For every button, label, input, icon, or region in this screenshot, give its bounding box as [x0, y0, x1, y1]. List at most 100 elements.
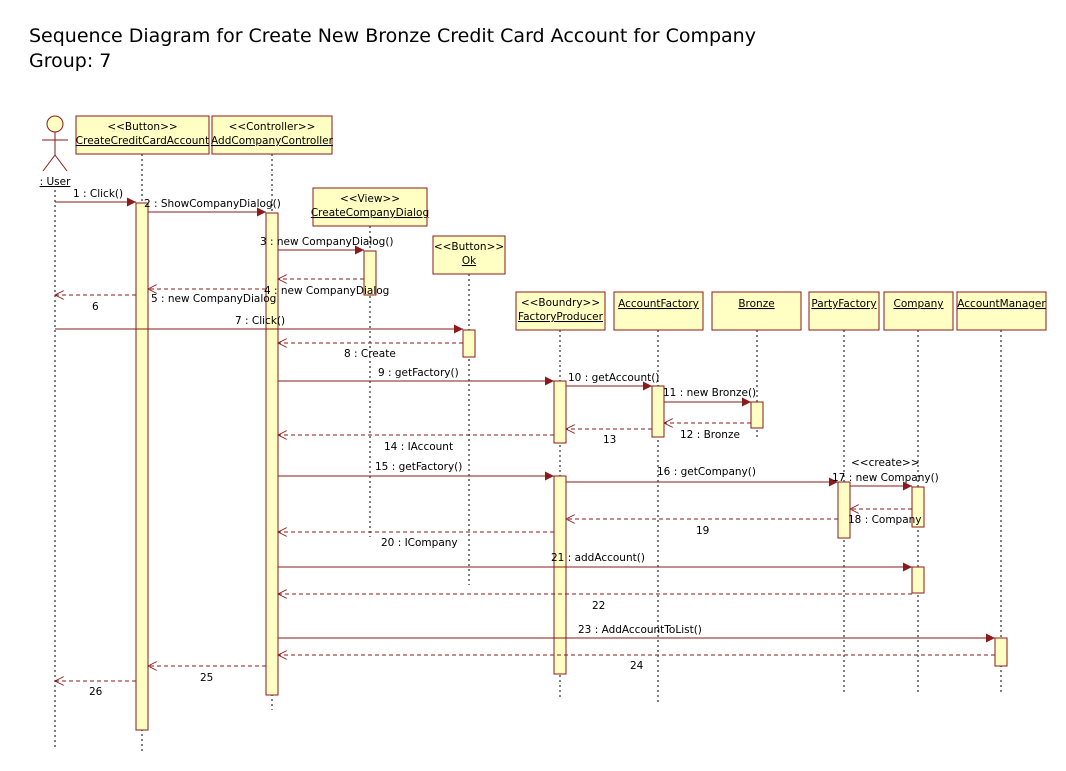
activation-fp	[553, 380, 567, 444]
participant-am: AccountManager	[956, 291, 1047, 331]
participant-stereotype: <<Button>>	[107, 121, 177, 133]
participant-box	[956, 291, 1047, 331]
actor-left-leg	[42, 154, 56, 172]
participant-company: Company	[883, 291, 954, 331]
message-4: 4 : new CompanyDialog	[264, 279, 389, 297]
message-11: 11 : new Bronze()	[663, 387, 756, 407]
activation-company	[911, 566, 925, 594]
message-2: 2 : ShowCompanyDialog()	[144, 198, 281, 217]
participant-box	[432, 235, 506, 275]
participant-box	[515, 291, 606, 331]
participant-bronze: Bronze	[711, 291, 802, 331]
message-label: 23 : AddAccountToList()	[578, 624, 702, 636]
message-label: 20 : ICompany	[381, 537, 458, 549]
message-24: 23 : AddAccountToList()	[278, 624, 995, 643]
message-label: 26	[89, 686, 103, 698]
participant-name: FactoryProducer	[518, 311, 604, 323]
participant-name: PartyFactory	[811, 298, 876, 310]
message-23: 22	[278, 594, 912, 612]
message-label: 22	[592, 600, 605, 612]
message-label: 11 : new Bronze()	[663, 387, 756, 399]
participant-box	[211, 115, 333, 155]
activation-bronze	[750, 401, 764, 429]
activation-view	[363, 250, 377, 296]
participant-fp: <<Boundry>> FactoryProducer	[515, 291, 606, 331]
participant-name: AccountManager	[957, 298, 1046, 310]
message-label: 14 : IAccount	[384, 441, 453, 453]
participant-box	[312, 187, 428, 227]
message-label: 15 : getFactory()	[375, 461, 462, 473]
participant-name: Ok	[462, 255, 477, 267]
participant-ok: <<Button>> Ok	[432, 235, 506, 275]
diagram-title-block: Sequence Diagram for Create New Bronze C…	[29, 24, 756, 74]
message-label: 13	[603, 434, 616, 446]
message-label: 12 : Bronze	[680, 429, 740, 441]
activation-af	[651, 385, 665, 438]
diagram-subtitle: Group: 7	[29, 50, 112, 72]
activation-pf	[837, 481, 851, 539]
message-label: 17 : new Company()	[832, 472, 939, 484]
participant-ctrl: <<Controller>> AddCompanyController	[211, 115, 334, 155]
actor-label: : User	[40, 176, 71, 188]
message-8: 8 : Create	[278, 343, 463, 360]
message-label: 1 : Click()	[73, 188, 123, 200]
activation-btn	[135, 202, 149, 731]
message-17: <<create>>	[851, 457, 920, 469]
message-label: 24	[630, 660, 644, 672]
participant-stereotype: <<Controller>>	[229, 121, 316, 133]
participant-af: AccountFactory	[613, 291, 704, 331]
participant-stereotype: <<View>>	[340, 193, 400, 205]
message-label: 4 : new CompanyDialog	[264, 285, 389, 297]
activation-am	[994, 637, 1008, 667]
diagram-title: Sequence Diagram for Create New Bronze C…	[29, 25, 756, 47]
message-22: 21 : addAccount()	[278, 552, 912, 572]
actor-right-leg	[54, 154, 68, 172]
message-label: 25	[200, 672, 213, 684]
activation-company	[911, 486, 925, 528]
message-9: 9 : getFactory()	[278, 367, 554, 386]
message-14: 14 : IAccount	[278, 435, 554, 453]
message-20: 19	[566, 519, 838, 537]
message-1: 1 : Click()	[55, 188, 136, 207]
message-label: 9 : getFactory()	[378, 367, 459, 379]
message-13: 13	[566, 429, 652, 446]
message-19: 18 : Company	[848, 509, 922, 526]
message-label: 3 : new CompanyDialog()	[260, 236, 394, 248]
message-label: 5 : new CompanyDialog	[151, 293, 276, 305]
message-27: 26	[55, 681, 136, 698]
participant-name: AccountFactory	[618, 298, 699, 310]
message-18: 17 : new Company()	[832, 472, 939, 491]
participant-name: CreateCompanyDialog	[311, 207, 429, 219]
actor-user: : User	[40, 115, 71, 188]
message-label: 8 : Create	[344, 348, 396, 360]
participant-box	[883, 291, 954, 331]
message-26: 25	[148, 666, 266, 684]
message-label: 19	[696, 525, 709, 537]
participant-stereotype: <<Button>>	[434, 241, 504, 253]
message-16: 16 : getCompany()	[566, 466, 838, 487]
participant-box	[808, 291, 880, 331]
message-label: 2 : ShowCompanyDialog()	[144, 198, 281, 210]
message-25: 24	[278, 655, 995, 672]
participant-stereotype: <<Boundry>>	[521, 297, 600, 309]
participant-btn: <<Button>>CreateCreditCardAccount	[75, 115, 210, 155]
participant-box	[613, 291, 704, 331]
message-label: 18 : Company	[848, 514, 922, 526]
message-15: 15 : getFactory()	[278, 461, 554, 481]
message-6: 6	[55, 295, 136, 313]
participant-box	[711, 291, 802, 331]
activation-ctrl	[265, 212, 279, 696]
participant-name: Company	[894, 298, 944, 310]
message-label: 21 : addAccount()	[551, 552, 645, 564]
message-label: 6	[92, 301, 99, 313]
message-12: 12 : Bronze	[664, 423, 751, 441]
participant-view: <<View>> CreateCompanyDialog	[311, 187, 429, 227]
message-3: 3 : new CompanyDialog()	[260, 236, 394, 255]
activation-ok	[462, 329, 476, 358]
message-5: 5 : new CompanyDialog	[148, 289, 276, 305]
participant-name: AddCompanyController	[211, 135, 334, 147]
participant-pf: PartyFactory	[808, 291, 880, 331]
actor-head	[46, 115, 64, 133]
participant-box	[75, 115, 210, 155]
